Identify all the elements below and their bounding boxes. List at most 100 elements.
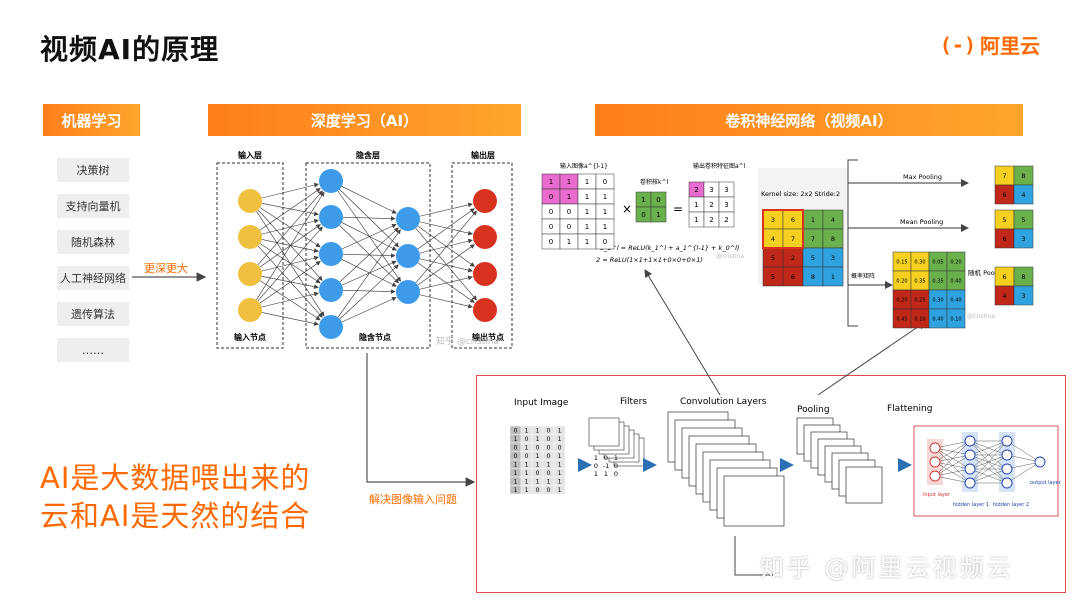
mlp-edge	[934, 440, 971, 449]
mlp-edge	[1006, 461, 1041, 484]
binary-value: 1	[514, 436, 518, 443]
mlp-node	[929, 456, 941, 468]
binary-value: 1	[525, 445, 529, 452]
binary-value: 1	[547, 462, 551, 469]
nn-input-layer-label: 输入层	[238, 150, 262, 160]
nn-edge	[419, 221, 473, 236]
binary-value: 1	[558, 436, 562, 443]
conv-equals-sign: =	[673, 202, 683, 216]
ml-method-item: 决策树	[57, 158, 129, 182]
nn-edge	[342, 216, 396, 221]
pool-mean-value: 5	[1021, 216, 1025, 224]
binary-value: 0	[536, 470, 540, 477]
pool-prob-value: 0.30	[914, 259, 925, 265]
binary-value: 0	[547, 487, 551, 494]
nn-edge	[261, 218, 319, 235]
binary-value: 1	[514, 462, 518, 469]
pool-max-value: 4	[1021, 191, 1025, 199]
conv-input-value: 0	[549, 238, 553, 246]
mlp-node	[929, 442, 941, 454]
mlp-edge	[969, 440, 1008, 484]
headline-line-2: 云和AI是天然的结合	[40, 499, 311, 533]
binary-value: 1	[558, 479, 562, 486]
binary-value: 0	[536, 487, 540, 494]
pool-input-value: 3	[831, 254, 835, 262]
mlp-edge	[934, 468, 971, 477]
pool-input-value: 6	[791, 216, 795, 224]
conv-watermark: @cristina	[716, 253, 744, 260]
nn-edge	[341, 223, 397, 250]
input-node	[238, 298, 262, 322]
page-title: 视频AI的原理	[40, 33, 220, 66]
section-header-ml: 机器学习	[43, 104, 140, 136]
conv-input-value: 1	[585, 208, 589, 216]
nn-output-layer-label: 输出层	[471, 150, 495, 160]
nn-edge	[261, 291, 319, 308]
conv-input-value: 0	[549, 223, 553, 231]
ml-method-item: ……	[57, 338, 129, 362]
nn-edge	[342, 289, 396, 294]
binary-value: 0	[514, 453, 518, 460]
binary-value: 0	[514, 428, 518, 435]
output-node	[473, 189, 497, 213]
conv-input-value: 1	[567, 178, 571, 186]
pool-input-value: 7	[811, 235, 815, 243]
nn-edge	[341, 186, 397, 214]
filter-value: 1	[604, 470, 608, 478]
binary-value: 1	[514, 479, 518, 486]
pipeline-bottom-connector	[734, 536, 775, 576]
pool-mean-value: 6	[1002, 235, 1006, 243]
mlp-edge	[969, 468, 1008, 484]
ml-method-item: 人工神经网络	[57, 266, 129, 290]
conv-output-value: 3	[724, 201, 728, 209]
pool-max-value: 6	[1002, 191, 1006, 199]
pool-input-value: 5	[811, 254, 815, 262]
nn-edge	[337, 229, 401, 318]
arrow-to-convolution	[644, 269, 721, 396]
binary-value: 1	[525, 428, 529, 435]
conv-formula-1: a_1^l = ReLU(k_1^l + a_1^{l-1} + k_0^l)	[600, 244, 740, 252]
binary-value: 1	[536, 436, 540, 443]
mlp-hidden2-label: hidden layer 2	[993, 502, 1029, 508]
arrow-label-deeper: 更深更大	[144, 262, 188, 275]
pool-prob-value: 0.20	[896, 297, 907, 303]
pooling-bracket	[847, 159, 858, 327]
nn-edge	[419, 275, 473, 290]
pool-input-value: 4	[831, 216, 835, 224]
binary-value: 1	[525, 487, 529, 494]
binary-value: 0	[525, 453, 529, 460]
nn-edge	[415, 227, 477, 301]
nn-edge	[415, 210, 477, 284]
filter-plane	[588, 417, 620, 447]
nn-edge	[256, 191, 325, 300]
nn-edge	[417, 262, 475, 303]
conv-input-value: 0	[549, 208, 553, 216]
conv-output-value: 2	[694, 186, 698, 194]
conv-output-value: 2	[724, 216, 728, 224]
mlp-node	[964, 463, 976, 475]
mlp-node	[929, 470, 941, 482]
input-node	[238, 262, 262, 286]
pipeline-input-image-label: Input Image	[514, 398, 569, 408]
conv-input-value: 0	[567, 208, 571, 216]
pool-mean-value: 3	[1021, 235, 1025, 243]
pool-prob-value: 0.10	[950, 316, 961, 322]
output-layer-box	[451, 162, 513, 349]
zhihu-watermark: 知乎 @阿里云视频云	[760, 554, 1014, 582]
conv-kernel-label: 卷积核k^l	[640, 178, 669, 186]
conv-kernel-value: 0	[656, 196, 660, 204]
binary-value: 0	[525, 436, 529, 443]
binary-value: 1	[514, 487, 518, 494]
pooling-kernel-label: Kernel size: 2x2 Stride:2	[761, 190, 840, 198]
pool-prob-value: 0.10	[914, 316, 925, 322]
mlp-edge	[969, 454, 1008, 484]
pool-mean-cell	[1013, 228, 1034, 249]
mlp-edge	[1006, 440, 1041, 463]
conv-output-value: 3	[724, 186, 728, 194]
pool-random-value: 4	[1002, 292, 1006, 300]
binary-value: 0	[547, 470, 551, 477]
conv-times-sign: ×	[622, 202, 632, 216]
conv-input-value: 1	[585, 178, 589, 186]
conv-input-value: 1	[603, 223, 607, 231]
conv-kernel-value: 0	[641, 211, 645, 219]
